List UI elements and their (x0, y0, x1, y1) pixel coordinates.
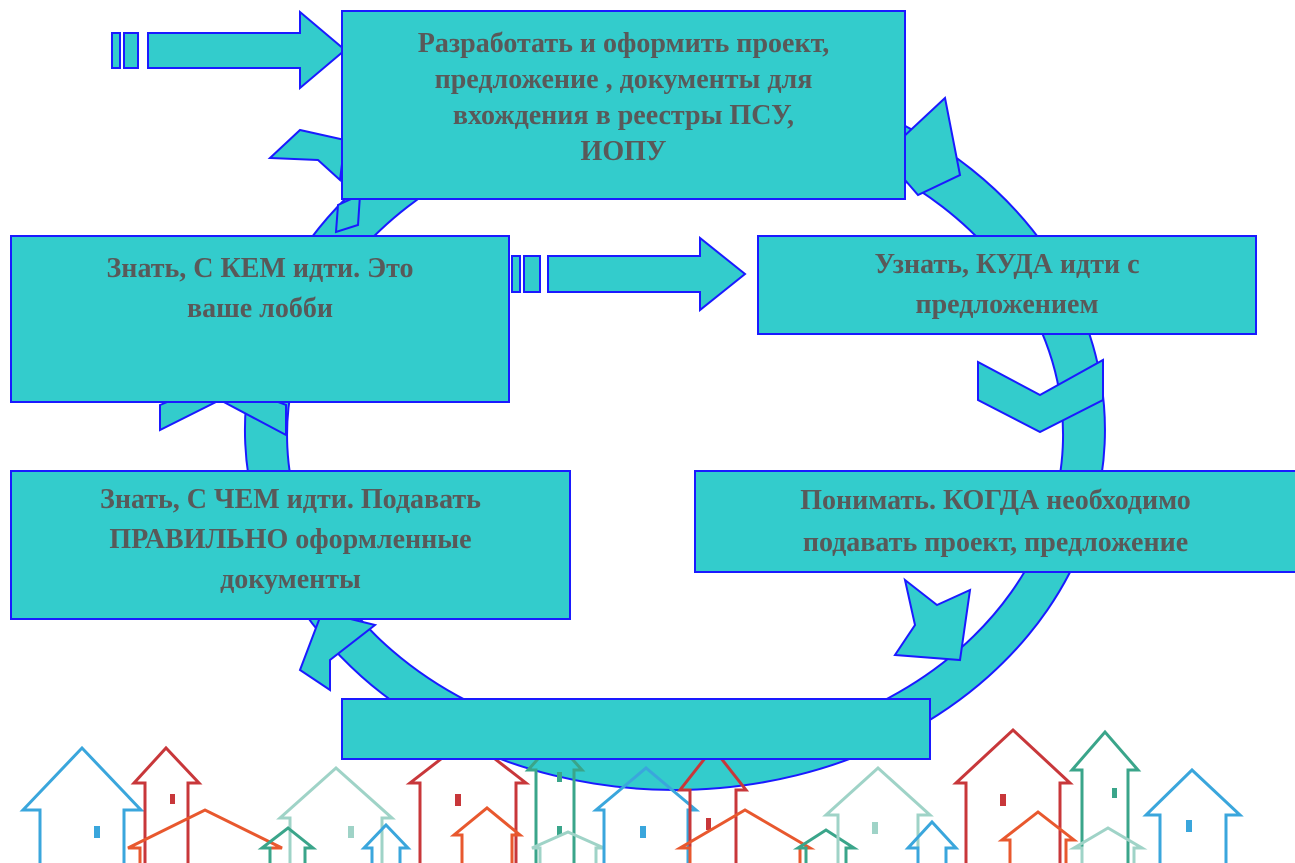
house-outline-icon (1142, 767, 1244, 863)
house-outline-icon (531, 830, 605, 863)
step-text: Понимать. КОГДА необходимо подавать прое… (800, 485, 1191, 558)
house-outline-icon (1068, 826, 1148, 863)
house-outline-icon (449, 806, 525, 863)
house-outline-icon (94, 826, 100, 838)
house-outline-icon (952, 727, 1074, 863)
house-outline-icon (591, 766, 701, 863)
house-outline-icon (257, 826, 318, 863)
house-outline-icon (1068, 729, 1142, 863)
house-outline-icon (127, 808, 283, 863)
step-text: Разработать и оформить проект, предложен… (417, 28, 830, 167)
step-text: Знать, С КЕМ идти. Это ваше лобби (106, 253, 414, 324)
step-text: Узнать, КУДА идти с предложением (874, 249, 1140, 320)
house-outline-icon (19, 745, 145, 863)
house-outline-icon (822, 765, 934, 863)
step-box-know-where: Узнать, КУДА идти с предложением (757, 235, 1257, 335)
striped-block-arrow-icon (111, 9, 347, 91)
house-outline-icon (904, 819, 960, 863)
house-outline-icon (130, 745, 203, 863)
striped-block-arrow-icon (511, 235, 747, 313)
house-outline-icon (674, 808, 816, 863)
cycle-arrowhead-2 (977, 358, 1104, 434)
step-box-know-when: Понимать. КОГДА необходимо подавать прое… (694, 470, 1295, 573)
house-outline-icon (360, 822, 412, 863)
cycle-arrowhead-3 (893, 577, 972, 662)
step-box-develop-project: Разработать и оформить проект, предложен… (341, 10, 906, 200)
houses-decoration (19, 727, 1244, 863)
step-text: Знать, С ЧЕМ идти. Подавать ПРАВИЛЬНО оф… (100, 484, 481, 595)
house-outline-icon (997, 810, 1079, 863)
step-box-know-what: Знать, С ЧЕМ идти. Подавать ПРАВИЛЬНО оф… (10, 470, 571, 620)
step-box-empty (341, 698, 931, 760)
house-outline-icon (792, 828, 860, 863)
cycle-arrowhead-6 (267, 128, 347, 183)
cycle-arrowhead-4 (298, 610, 378, 692)
house-outline-icon (276, 765, 396, 863)
cycle-arrowhead-7 (334, 193, 362, 234)
step-box-know-who: Знать, С КЕМ идти. Это ваше лобби (10, 235, 510, 403)
